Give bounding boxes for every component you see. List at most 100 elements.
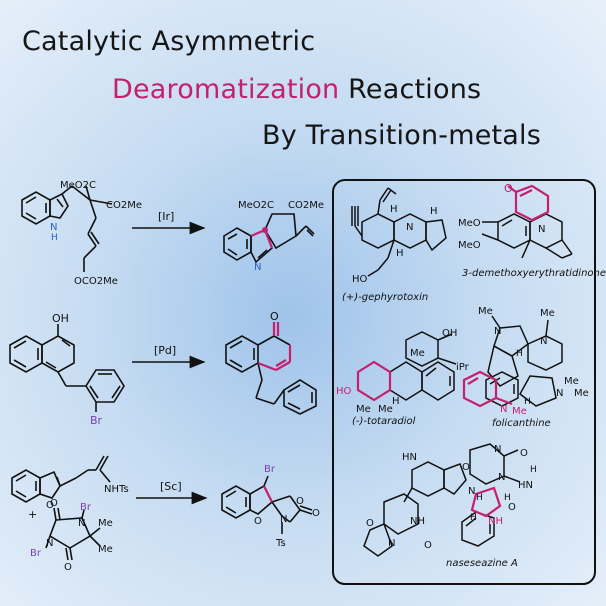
label-nas-nh: NH (410, 516, 425, 527)
label-tot-me-1: Me (410, 348, 425, 359)
label-nas-h-2: H (476, 493, 483, 503)
label-fol-me-4: Me (564, 376, 579, 387)
label-fol-h-2: H (524, 397, 531, 407)
label-eryth-meo-1: MeO (458, 218, 481, 229)
label-fol-n-4: N (556, 388, 563, 399)
label-nas-n-1: N (388, 538, 395, 549)
label-fol-n-1: N (494, 326, 501, 337)
label-plus: + (28, 508, 37, 521)
benzofuran-substrate-structure (11, 455, 111, 503)
label-geph-n: N (406, 222, 413, 233)
label-carbonate: OCO2Me (74, 276, 118, 287)
name-totaradiol: (-)-totaradiol (352, 416, 416, 427)
label-tot-me-3: Me (378, 404, 393, 415)
name-gephyrotoxin: (+)-gephyrotoxin (342, 292, 428, 303)
label-nas-n-4: N (498, 472, 505, 483)
label-hydantoin-br-1: Br (80, 502, 92, 513)
label-product-ester-left: MeO2C (238, 200, 274, 211)
label-fol-n-2: N (540, 336, 547, 347)
label-nas-h-1: H (530, 465, 537, 475)
name-erythratidinone: 3-demethoxyerythratidinone (462, 268, 606, 279)
label-hydantoin-n-1: N (78, 518, 85, 529)
spirooxazolidinone-product-structure (221, 475, 313, 534)
label-nas-o-4: O (462, 462, 470, 473)
label-nas-h-3: H (504, 493, 511, 503)
label-fol-n-3: N (500, 404, 507, 415)
natural-products-panel (332, 179, 596, 585)
label-naphthol-oh: OH (52, 312, 69, 325)
label-nas-hn-1: HN (402, 452, 417, 463)
label-nas-nh-2: NH (488, 516, 503, 527)
label-product-n: N (280, 514, 287, 525)
label-furan-o: O (46, 500, 54, 511)
title-line-2-rest: Reactions (339, 74, 482, 105)
label-geph-h-2: H (430, 206, 438, 217)
label-nas-o-3: O (520, 448, 528, 459)
label-product-ester-right: CO2Me (288, 200, 324, 211)
label-nas-n-3: N (468, 486, 475, 497)
reaction-3 (11, 455, 313, 561)
label-bromide: Br (90, 414, 103, 427)
indole-substrate-structure (21, 185, 113, 272)
label-fol-me-1: Me (478, 306, 493, 317)
naphthol-substrate-structure (9, 324, 125, 412)
catalyst-ir: [Ir] (158, 210, 174, 223)
label-geph-h-1: H (390, 204, 398, 215)
catalyst-sc: [Sc] (160, 480, 182, 493)
label-product-ts: Ts (275, 538, 286, 549)
label-nas-h-4: H (470, 513, 477, 523)
label-eryth-o: O (504, 182, 513, 195)
name-naseseazine: naseseazine A (446, 558, 518, 569)
label-fol-h-1: H (516, 349, 523, 359)
label-nas-o-5: O (508, 502, 516, 513)
label-dienone-o: O (270, 310, 279, 323)
name-folicanthine: folicanthine (492, 418, 551, 429)
spiroindolenine-product-structure (223, 213, 315, 264)
naseseazine-structure (363, 443, 521, 557)
erythratidinone-dienone-highlight (507, 184, 550, 222)
label-tot-oh: OH (442, 328, 457, 339)
label-fol-me-5: Me (574, 388, 589, 399)
label-nas-hn-2: HN (518, 480, 533, 491)
label-product-br: Br (264, 464, 276, 475)
label-nas-o-2: O (424, 540, 432, 551)
label-hydantoin-me-1: Me (98, 518, 113, 529)
title-line-3-text: By Transition-metals (262, 120, 542, 151)
dienone-highlight (257, 322, 292, 372)
label-fol-me-3: Me (512, 406, 527, 417)
reaction-1 (21, 185, 315, 272)
label-tot-h: H (392, 396, 400, 407)
label-product-n: N (254, 262, 261, 273)
label-fol-me-2: Me (540, 308, 555, 319)
label-product-furan-o: O (254, 516, 262, 527)
label-product-ring-o: O (296, 496, 304, 507)
title-line-1-text: Catalytic Asymmetric (22, 26, 316, 57)
label-eryth-n: N (538, 224, 545, 235)
dearomatized-bond-highlight-3 (263, 485, 273, 503)
title-line-3: By Transition-metals (262, 120, 541, 151)
label-tot-ipr: iPr (456, 362, 470, 373)
naseseazine-highlight (470, 486, 502, 518)
label-nas-n-2: N (494, 444, 501, 455)
label-hydantoin-o-2: O (64, 562, 72, 573)
label-hydantoin-o-1: O (50, 498, 58, 509)
label-product-carbonyl-o: O (312, 508, 320, 519)
label-hydantoin-me-2: Me (98, 544, 113, 555)
folicanthine-highlight (462, 370, 513, 408)
totaradiol-structure (357, 331, 457, 401)
label-geph-h-3: H (396, 248, 404, 259)
label-tot-me-2: Me (356, 404, 371, 415)
label-indole-h: H (51, 233, 58, 243)
gephyrotoxin-structure (351, 187, 447, 277)
totaradiol-highlight (356, 360, 392, 402)
label-hydantoin-br-2: Br (30, 548, 42, 559)
erythratidinone-structure (481, 213, 573, 259)
label-indole-n: N (50, 222, 57, 233)
label-ester-top: MeO2C (60, 180, 96, 191)
label-eryth-meo-2: MeO (458, 240, 481, 251)
label-nhts: NHTs (104, 484, 129, 495)
label-ester-right: CO2Me (106, 200, 142, 211)
title-highlight-word: Dearomatization (112, 74, 340, 105)
